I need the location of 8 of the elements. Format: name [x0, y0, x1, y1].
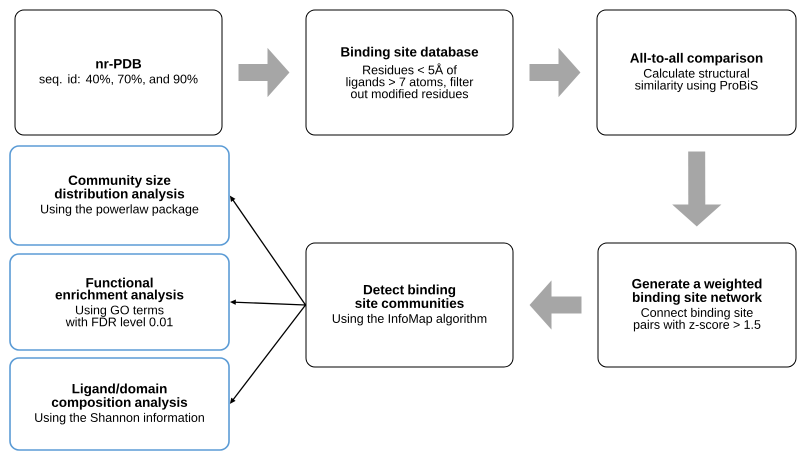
process-box: Ligand/domain composition analysis Using the Shannon information	[9, 357, 230, 451]
process-box: All-to-all comparison Calculate structural similarity using ProBiS	[596, 10, 796, 136]
process-box: Binding site database Residues < 5Å of ligands > 7 atoms, filter out modified residues	[306, 10, 514, 136]
process-box: Generate a weighted binding site network Connect binding site pairs with z-score > 1.5	[598, 242, 796, 368]
process-box: Functional enrichment analysis Using GO terms with FDR level 0.01	[9, 253, 230, 351]
process-box: nr-PDB seq. id: 40%, 70%, and 90%	[14, 10, 222, 136]
process-box: Community size distribution analysis Using the powerlaw package	[9, 145, 230, 246]
process-box: Detect binding site communities Using the InfoMap algorithm	[306, 242, 514, 368]
